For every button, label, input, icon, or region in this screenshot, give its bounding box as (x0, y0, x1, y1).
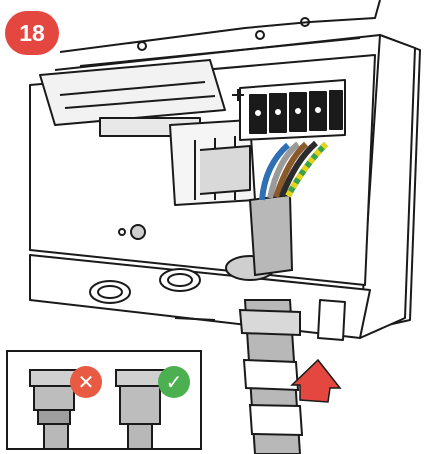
wire-black (279, 140, 318, 198)
left-gland-body (33, 385, 75, 411)
gland-opening-2 (159, 268, 201, 292)
screw-1 (137, 41, 147, 51)
right-cable (127, 423, 153, 448)
check-icon: ✓ (158, 366, 190, 398)
up-arrow-icon (290, 358, 342, 403)
step-number: 18 (19, 19, 45, 46)
right-gland-body (119, 385, 161, 425)
gland-opening-1 (89, 280, 131, 304)
gland-nut (238, 308, 301, 337)
ground-screw (130, 224, 146, 240)
wire-grey (267, 141, 300, 199)
mount-foot (317, 299, 346, 341)
screw-2 (255, 30, 265, 40)
cross-icon: ✕ (70, 366, 102, 398)
right-gland-cap (115, 369, 165, 387)
wire-blue (259, 142, 291, 201)
seal-ring-lower (248, 403, 304, 437)
din-rail-module (39, 59, 226, 126)
ground-symbol (118, 228, 126, 236)
screw-3 (300, 17, 310, 27)
step-badge: 18 (5, 11, 59, 55)
cable-assembly (238, 140, 329, 454)
seal-ring (242, 358, 300, 392)
gland-comparison-inset: ✕ ✓ (6, 350, 202, 450)
wire-brown (273, 141, 309, 198)
left-cable (43, 423, 69, 448)
top-rail (79, 37, 361, 67)
